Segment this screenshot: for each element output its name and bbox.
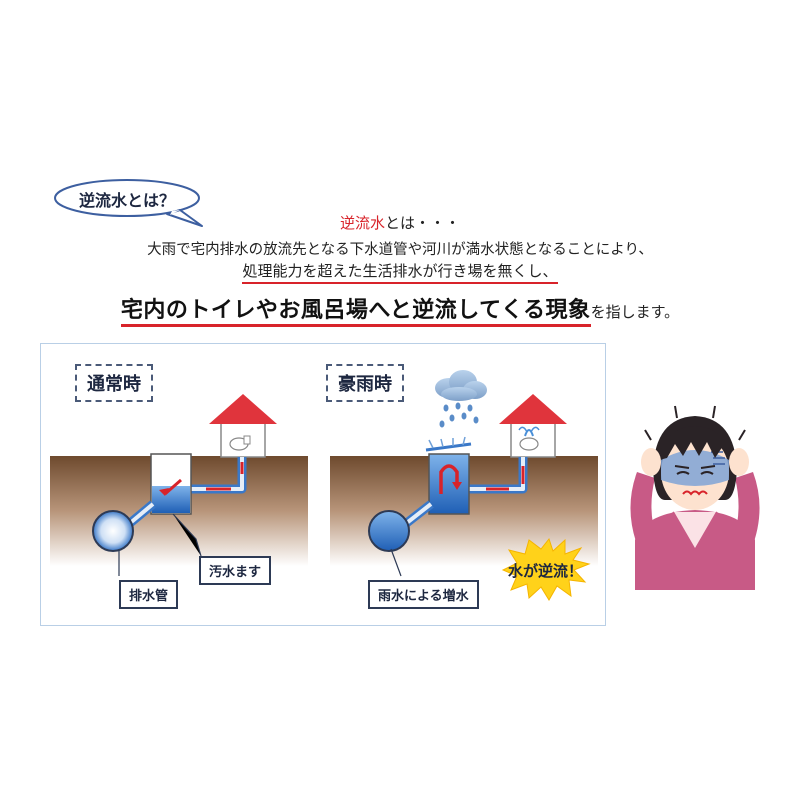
house-icon: [209, 394, 277, 458]
scene-title-heavy-rain: 豪雨時: [326, 364, 404, 402]
underlined-phrase: 処理能力を超えた生活排水が行き場を無くし、: [242, 262, 558, 284]
house-icon: [499, 394, 567, 458]
normal-scene: [50, 394, 308, 576]
label-sewage-basin: 汚水ます: [199, 556, 272, 585]
drain-pipe-end: [92, 510, 134, 552]
comparison-illustration: [50, 370, 598, 601]
key-phrase-suffix: を指します。: [590, 303, 680, 321]
scene-title-normal: 通常時: [75, 364, 153, 402]
worried-person-illustration: [615, 400, 775, 594]
alert-burst: [501, 537, 591, 601]
basin-flow-arrow: [164, 478, 182, 496]
explanation-conclusion: 宅内のトイレやお風呂場へと逆流してくる現象を指します。: [0, 292, 800, 327]
speech-bubble-shape: [54, 179, 203, 227]
flooded-basin: [428, 453, 470, 515]
label-rain-increase: 雨水による増水: [368, 580, 479, 609]
explanation-line-2: 処理能力を超えた生活排水が行き場を無くし、: [0, 260, 800, 284]
speech-bubble: 逆流水とは？: [52, 178, 203, 227]
term-text: 逆流水: [339, 214, 385, 232]
rain-cloud-icon: [435, 370, 487, 428]
leader-line: [390, 548, 402, 577]
backflow-alert-text: 水が逆流！: [508, 562, 584, 580]
key-phrase: 宅内のトイレやお風呂場へと逆流してくる現象: [120, 298, 591, 327]
overflow-splash-icon: [524, 429, 534, 437]
flooded-pipe-end: [368, 510, 410, 552]
term-suffix: とは・・・: [385, 214, 461, 232]
upflow-arrow: [439, 464, 459, 494]
explanation-line-1: 大雨で宅内排水の放流先となる下水道管や河川が満水状態となることにより、: [147, 242, 653, 258]
definition-heading: 逆流水とは・・・: [0, 212, 800, 233]
heavy-rain-scene: [330, 370, 598, 601]
label-drain-pipe: 排水管: [119, 580, 179, 609]
leader-line: [172, 513, 202, 557]
bubble-title: 逆流水とは？: [78, 191, 175, 210]
comparison-panel: 通常時 豪雨時 汚水ます 排水管 雨水による増水 水が逆流！: [40, 343, 606, 626]
